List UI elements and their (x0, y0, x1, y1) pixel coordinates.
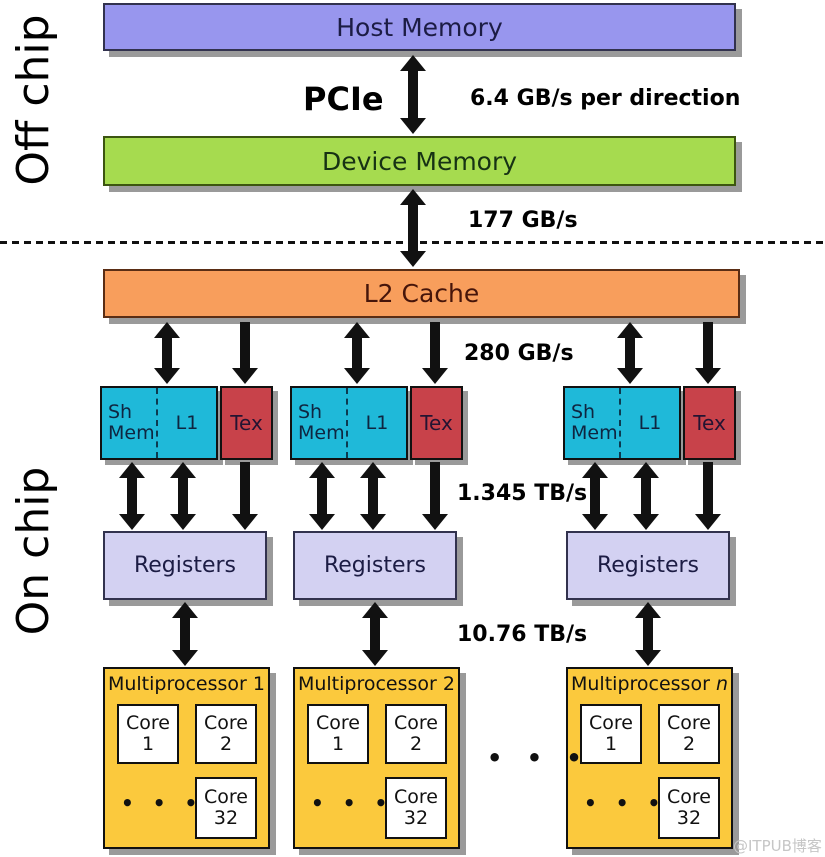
smn-texture-cache-block: Tex (683, 386, 736, 460)
host-memory-label: Host Memory (336, 12, 503, 42)
smn-reg-arrow-b (633, 462, 659, 530)
multiprocessor-ellipsis: • • • (487, 744, 590, 772)
l2-sm2-arrow (344, 322, 370, 384)
on-chip-label: On chip (8, 466, 59, 636)
registers-mp-rate-label: 10.76 TB/s (457, 622, 588, 647)
watermark: @ITPUB博客 (733, 837, 822, 855)
sm2-l1-cache-label: L1 (346, 388, 406, 458)
sm1-cache-group: Sh Mem L1 Tex (100, 386, 273, 460)
l2-cache-label: L2 Cache (363, 279, 480, 308)
smn-shared-l1-block: Sh Mem L1 (563, 386, 681, 460)
registers1-block: Registers (103, 531, 267, 600)
registersn-block: Registers (566, 531, 730, 600)
off-chip-label: Off chip (8, 14, 59, 186)
device-memory-block: Device Memory (103, 136, 736, 186)
smn-l1-cache-label: L1 (619, 388, 679, 458)
sm1-reg-arrow-b (170, 462, 196, 530)
host-memory-block: Host Memory (103, 3, 736, 51)
reg1-mp1-arrow (172, 602, 198, 666)
mp1-core-ellipsis: • • • (121, 791, 204, 815)
l2-tex1-arrow (232, 322, 258, 384)
sm2-cache-group: Sh Mem L1 Tex (290, 386, 463, 460)
sm-registers-rate-label: 1.345 TB/s (457, 481, 588, 506)
device-l2-rate-label: 177 GB/s (468, 208, 578, 233)
mpn-core-ellipsis: • • • (584, 791, 667, 815)
sm1-shared-l1-block: Sh Mem L1 (100, 386, 218, 460)
tex2-reg-arrow (422, 462, 448, 530)
l2-cache-block: L2 Cache (103, 269, 740, 318)
sm2-reg-arrow-a (309, 462, 335, 530)
device-memory-label: Device Memory (321, 146, 518, 176)
smn-shared-memory-label: Sh Mem (571, 401, 618, 444)
pcie-rate-label: 6.4 GB/s per direction (470, 86, 741, 111)
multiprocessor-2-title: Multiprocessor 2 (297, 673, 456, 695)
chip-boundary-dotted-line (0, 241, 825, 244)
multiprocessor-n-title: Multiprocessor n (571, 673, 728, 695)
sm1-reg-arrow-a (119, 462, 145, 530)
mp2-core-ellipsis: • • • (311, 791, 394, 815)
sm1-l1-cache-label: L1 (156, 388, 216, 458)
sm2-shared-memory-label: Sh Mem (298, 401, 345, 444)
tex1-reg-arrow (232, 462, 258, 530)
texn-reg-arrow (695, 462, 721, 530)
sm2-texture-cache-block: Tex (410, 386, 463, 460)
pcie-bidirectional-arrow (400, 55, 426, 134)
smn-cache-group: Sh Mem L1 Tex (563, 386, 736, 460)
sm2-shared-l1-block: Sh Mem L1 (290, 386, 408, 460)
device-l2-arrow (400, 189, 426, 267)
l2-texn-arrow (695, 322, 721, 384)
reg2-mp2-arrow (362, 602, 388, 666)
l2-smn-arrow (617, 322, 643, 384)
sm2-reg-arrow-b (360, 462, 386, 530)
regn-mpn-arrow (635, 602, 661, 666)
multiprocessor-1-title: Multiprocessor 1 (107, 673, 266, 695)
pcie-label: PCIe (303, 80, 384, 118)
l2-tex2-arrow (422, 322, 448, 384)
smn-reg-arrow-a (582, 462, 608, 530)
sm1-texture-cache-block: Tex (220, 386, 273, 460)
sm1-shared-memory-label: Sh Mem (108, 401, 155, 444)
registers2-block: Registers (293, 531, 457, 600)
l2-sm1-arrow (154, 322, 180, 384)
l2-sm-rate-label: 280 GB/s (464, 341, 574, 366)
